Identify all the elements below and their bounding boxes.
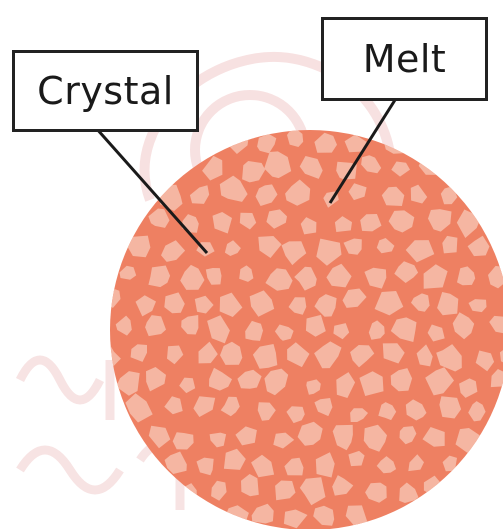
melt-label-box: Melt xyxy=(321,17,488,101)
crystal-label-box: Crystal xyxy=(12,50,199,132)
melt-label: Melt xyxy=(363,37,447,81)
crystal-label: Crystal xyxy=(37,69,174,113)
